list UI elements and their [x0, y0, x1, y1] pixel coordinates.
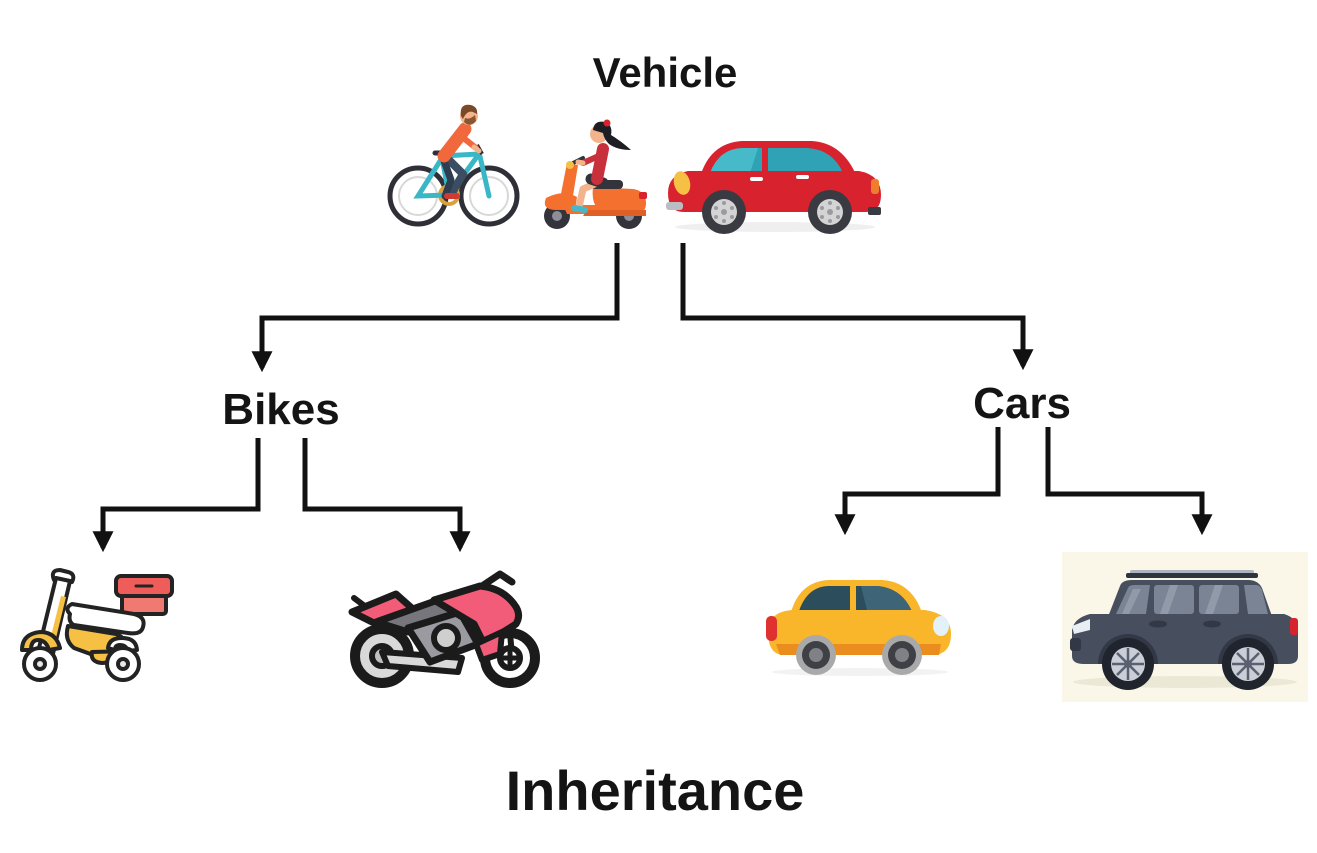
- scooter-rider-icon: [533, 117, 663, 232]
- red-car-icon: [662, 119, 888, 237]
- delivery-scooter-icon: [16, 564, 181, 686]
- diagram-caption: Inheritance: [505, 759, 805, 822]
- connector-vehicle-to-bikes: [251, 243, 620, 373]
- vehicle-label: Vehicle: [592, 49, 738, 96]
- connector-bikes-to-motorcycle: [302, 438, 471, 553]
- bicycle-rider-icon: [385, 96, 520, 228]
- cars-label: Cars: [973, 379, 1071, 428]
- yellow-city-car-icon: [764, 570, 956, 680]
- connector-vehicle-to-cars: [680, 243, 1034, 371]
- dark-suv-icon: [1062, 552, 1308, 702]
- connector-cars-to-city-car: [834, 427, 1001, 536]
- sport-motorcycle-icon: [342, 570, 548, 690]
- bikes-label: Bikes: [222, 385, 340, 434]
- connector-cars-to-suv: [1045, 427, 1213, 536]
- connector-bikes-to-delivery-scooter: [92, 438, 261, 553]
